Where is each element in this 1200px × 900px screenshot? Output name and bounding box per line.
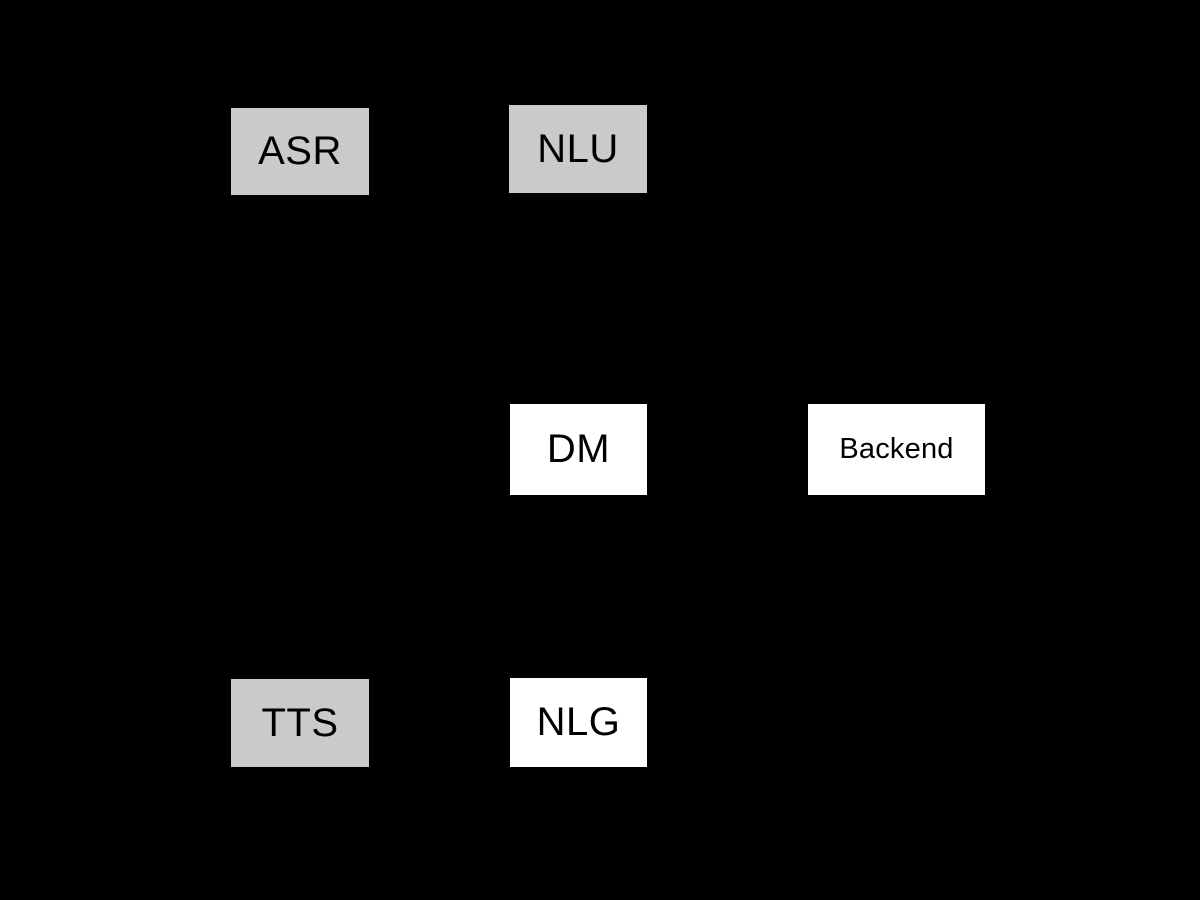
node-backend-label: Backend	[839, 433, 954, 465]
node-dm: DM	[510, 404, 647, 495]
node-tts-label: TTS	[261, 700, 339, 745]
node-asr-label: ASR	[258, 129, 342, 173]
node-dm-label: DM	[546, 427, 611, 471]
node-nlu: NLU	[509, 105, 647, 193]
node-nlu-label: NLU	[537, 126, 619, 171]
node-asr: ASR	[231, 108, 369, 195]
node-nlg: NLG	[510, 678, 647, 767]
node-tts: TTS	[231, 679, 369, 767]
node-nlg-label: NLG	[536, 700, 621, 744]
node-backend: Backend	[808, 404, 985, 495]
